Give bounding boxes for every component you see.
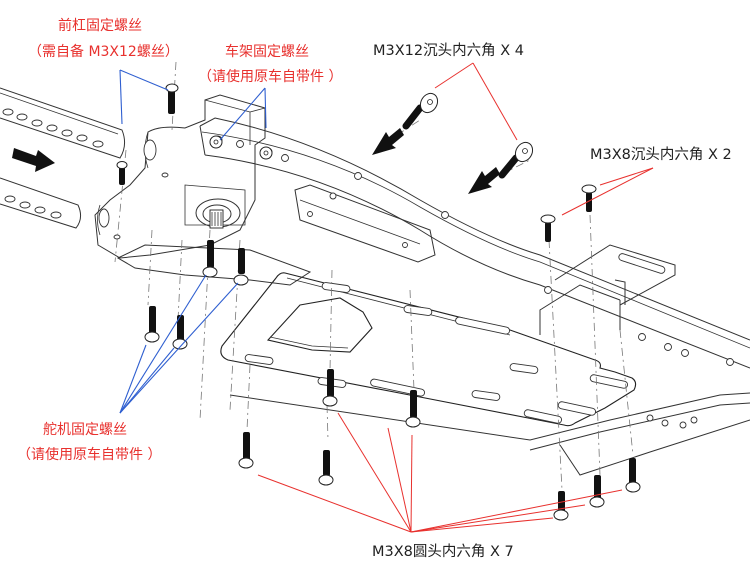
m3x8-buttonhead-label: M3X8圆头内六角 X 7 — [372, 544, 514, 560]
m3x8-buttonhead-screw — [405, 390, 421, 428]
servo-screw-note: （请使用原车自带件 ） — [17, 447, 162, 463]
m3x12-countersunk-screw — [498, 141, 534, 179]
frame-screw — [259, 146, 273, 160]
servo-plate-arm — [116, 244, 312, 286]
chassis-rails — [199, 117, 750, 476]
front-bumper-screw — [116, 161, 128, 185]
leader-lines-blue — [119, 69, 267, 414]
servo-screw-title: 舵机固定螺丝 — [43, 422, 127, 438]
servo-screw — [144, 306, 160, 343]
frame-screw-note: （请使用原车自带件 ） — [198, 69, 343, 85]
front-bumper-screw-title: 前杠固定螺丝 — [58, 18, 142, 34]
servo-screw — [172, 315, 188, 350]
m3x8-countersunk-screw — [581, 184, 597, 212]
bumper-tube-holes-lower — [4, 195, 62, 219]
servo-mount — [94, 94, 266, 259]
m3x8-buttonhead-screw — [322, 369, 338, 407]
insert-direction-arrow-icon — [12, 148, 55, 172]
m3x8-buttonhead-screw — [625, 458, 641, 493]
insert-arrow-icon — [372, 128, 404, 155]
battery-tray-block — [294, 184, 436, 263]
m3x8-countersunk-label: M3X8沉头内六角 X 2 — [590, 147, 732, 163]
m3x8-countersunk-screw — [540, 214, 556, 242]
m3x8-buttonhead-screw — [318, 450, 334, 486]
m3x12-countersunk-label: M3X12沉头内六角 X 4 — [373, 43, 524, 59]
front-bumper-tubes — [0, 87, 126, 229]
insert-arrow-icon — [468, 167, 500, 194]
m3x8-buttonhead-screw — [589, 475, 605, 508]
frame-screw-title: 车架固定螺丝 — [225, 44, 309, 60]
front-bumper-screw — [165, 83, 179, 114]
frame-screw — [209, 135, 223, 149]
m3x12-countersunk-screw — [402, 92, 439, 130]
servo-output-spline — [195, 198, 241, 229]
servo-screw — [233, 248, 249, 286]
leader-lines-red — [257, 62, 654, 533]
bumper-tube-holes-upper — [2, 108, 104, 148]
servo-screw — [202, 240, 218, 278]
m3x8-buttonhead-screw — [553, 491, 569, 521]
skid-plate-cutout — [266, 297, 373, 353]
front-bumper-screw-note: （需自备 M3X12螺丝） — [28, 44, 179, 60]
m3x8-buttonhead-screw — [238, 432, 254, 469]
